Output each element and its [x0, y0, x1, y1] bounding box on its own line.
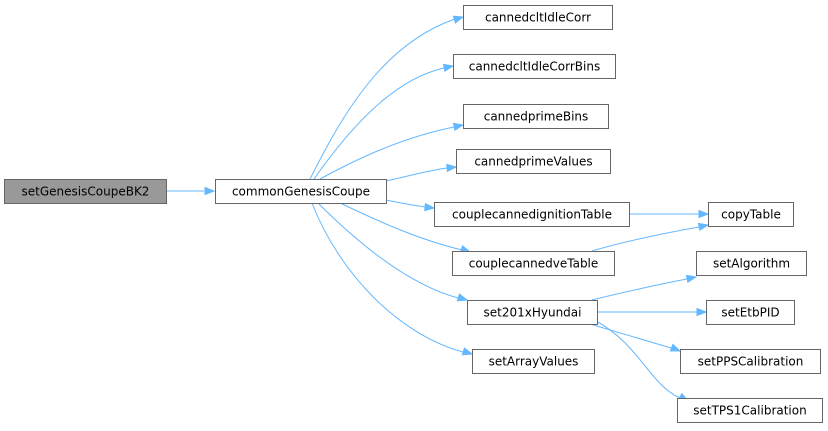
- node-couplecannedveTable[interactable]: couplecannedveTable: [452, 251, 615, 276]
- node-label: couplecannedignitionTable: [452, 208, 612, 222]
- node-label: commonGenesisCoupe: [232, 185, 370, 199]
- node-box: [215, 179, 387, 204]
- edge-line: [311, 202, 464, 353]
- edge-line: [317, 202, 459, 299]
- arrowhead-icon: [452, 122, 465, 132]
- node-setPPSCalibration[interactable]: setPPSCalibration: [680, 349, 821, 374]
- node-box: [463, 104, 609, 129]
- arrowhead-icon: [697, 222, 710, 232]
- node-box: [467, 300, 598, 325]
- node-label: copyTable: [721, 208, 781, 222]
- edge-line: [385, 199, 426, 208]
- arrowhead-icon: [452, 15, 465, 24]
- node-label: set201xHyundai: [484, 306, 582, 320]
- node-setTPS1Calibration[interactable]: setTPS1Calibration: [677, 398, 823, 423]
- node-label: setTPS1Calibration: [693, 404, 806, 418]
- node-cannedcltIdleCorrBins[interactable]: cannedcltIdleCorrBins: [453, 54, 616, 79]
- node-copyTable[interactable]: copyTable: [708, 202, 794, 227]
- node-box: [456, 149, 611, 174]
- node-commonGenesisCoupe[interactable]: commonGenesisCoupe: [215, 179, 387, 204]
- edge-line: [339, 202, 463, 251]
- node-label: couplecannedveTable: [469, 257, 599, 271]
- node-setArrayValues[interactable]: setArrayValues: [472, 349, 595, 374]
- node-cannedprimeValues[interactable]: cannedprimeValues: [456, 149, 611, 174]
- arrowhead-icon: [424, 202, 436, 212]
- edge-set201xHyundai-to-setEtbPID: [597, 307, 708, 317]
- node-setGenesisCoupeBK2: setGenesisCoupeBK2: [4, 179, 167, 204]
- arrowhead-icon: [669, 343, 682, 352]
- node-label: cannedprimeBins: [484, 110, 589, 124]
- edge-line: [591, 278, 688, 301]
- edge-set201xHyundai-to-setTPS1Calibration: [595, 320, 690, 402]
- edge-line: [591, 226, 700, 252]
- edge-line: [309, 18, 456, 180]
- node-setAlgorithm[interactable]: setAlgorithm: [696, 251, 807, 276]
- call-graph-edges: [166, 15, 710, 402]
- edge-set201xHyundai-to-setAlgorithm: [591, 274, 698, 301]
- node-box: [677, 398, 823, 423]
- node-label: cannedprimeValues: [474, 155, 592, 169]
- node-couplecannedignitionTable[interactable]: couplecannedignitionTable: [434, 202, 630, 227]
- node-box: [708, 202, 794, 227]
- node-box: [463, 5, 613, 30]
- node-label: setGenesisCoupeBK2: [22, 185, 150, 199]
- node-box: [472, 349, 595, 374]
- edge-line: [595, 320, 681, 399]
- edge-line: [589, 323, 672, 349]
- call-graph-nodes: setGenesisCoupeBK2 commonGenesisCoupe cann…: [4, 5, 823, 423]
- node-box: [680, 349, 821, 374]
- node-label: cannedcltIdleCorrBins: [469, 60, 600, 74]
- edge-commonGenesisCoupe-to-setArrayValues: [311, 202, 474, 356]
- arrowhead-icon: [456, 293, 469, 302]
- edge-couplecannedignitionTable-to-copyTable: [629, 209, 710, 219]
- node-box: [706, 300, 795, 325]
- node-cannedcltIdleCorr[interactable]: cannedcltIdleCorr: [463, 5, 613, 30]
- edge-commonGenesisCoupe-to-set201xHyundai: [317, 202, 469, 302]
- edge-setGenesisCoupeBK2-to-commonGenesisCoupe: [166, 186, 216, 196]
- edge-line: [319, 126, 455, 180]
- node-label: setAlgorithm: [713, 257, 790, 271]
- edge-line: [385, 167, 448, 182]
- edge-commonGenesisCoupe-to-couplecannedignitionTable: [385, 199, 436, 212]
- node-box: [434, 202, 630, 227]
- node-label: setEtbPID: [721, 306, 779, 320]
- arrowhead-icon: [461, 347, 474, 356]
- edge-commonGenesisCoupe-to-cannedprimeValues: [385, 163, 458, 182]
- node-set201xHyundai[interactable]: set201xHyundai: [467, 300, 598, 325]
- edge-commonGenesisCoupe-to-cannedcltIdleCorrBins: [313, 63, 455, 180]
- edge-commonGenesisCoupe-to-cannedcltIdleCorr: [309, 15, 465, 180]
- node-label: setArrayValues: [489, 355, 579, 369]
- node-box: [4, 179, 167, 204]
- node-label: cannedcltIdleCorr: [485, 11, 591, 25]
- edge-commonGenesisCoupe-to-cannedprimeBins: [319, 122, 465, 180]
- arrowhead-icon: [442, 63, 455, 73]
- arrowhead-icon: [685, 274, 698, 284]
- arrowhead-icon: [696, 307, 708, 317]
- node-label: setPPSCalibration: [698, 355, 804, 369]
- edge-set201xHyundai-to-setPPSCalibration: [589, 323, 682, 352]
- edge-line: [313, 67, 445, 180]
- node-box: [452, 251, 615, 276]
- node-box: [453, 54, 616, 79]
- node-cannedprimeBins[interactable]: cannedprimeBins: [463, 104, 609, 129]
- node-box: [696, 251, 807, 276]
- node-setEtbPID[interactable]: setEtbPID: [706, 300, 795, 325]
- arrowhead-icon: [204, 186, 216, 196]
- edge-couplecannedveTable-to-copyTable: [591, 222, 710, 252]
- arrowhead-icon: [698, 209, 710, 219]
- arrowhead-icon: [446, 163, 458, 173]
